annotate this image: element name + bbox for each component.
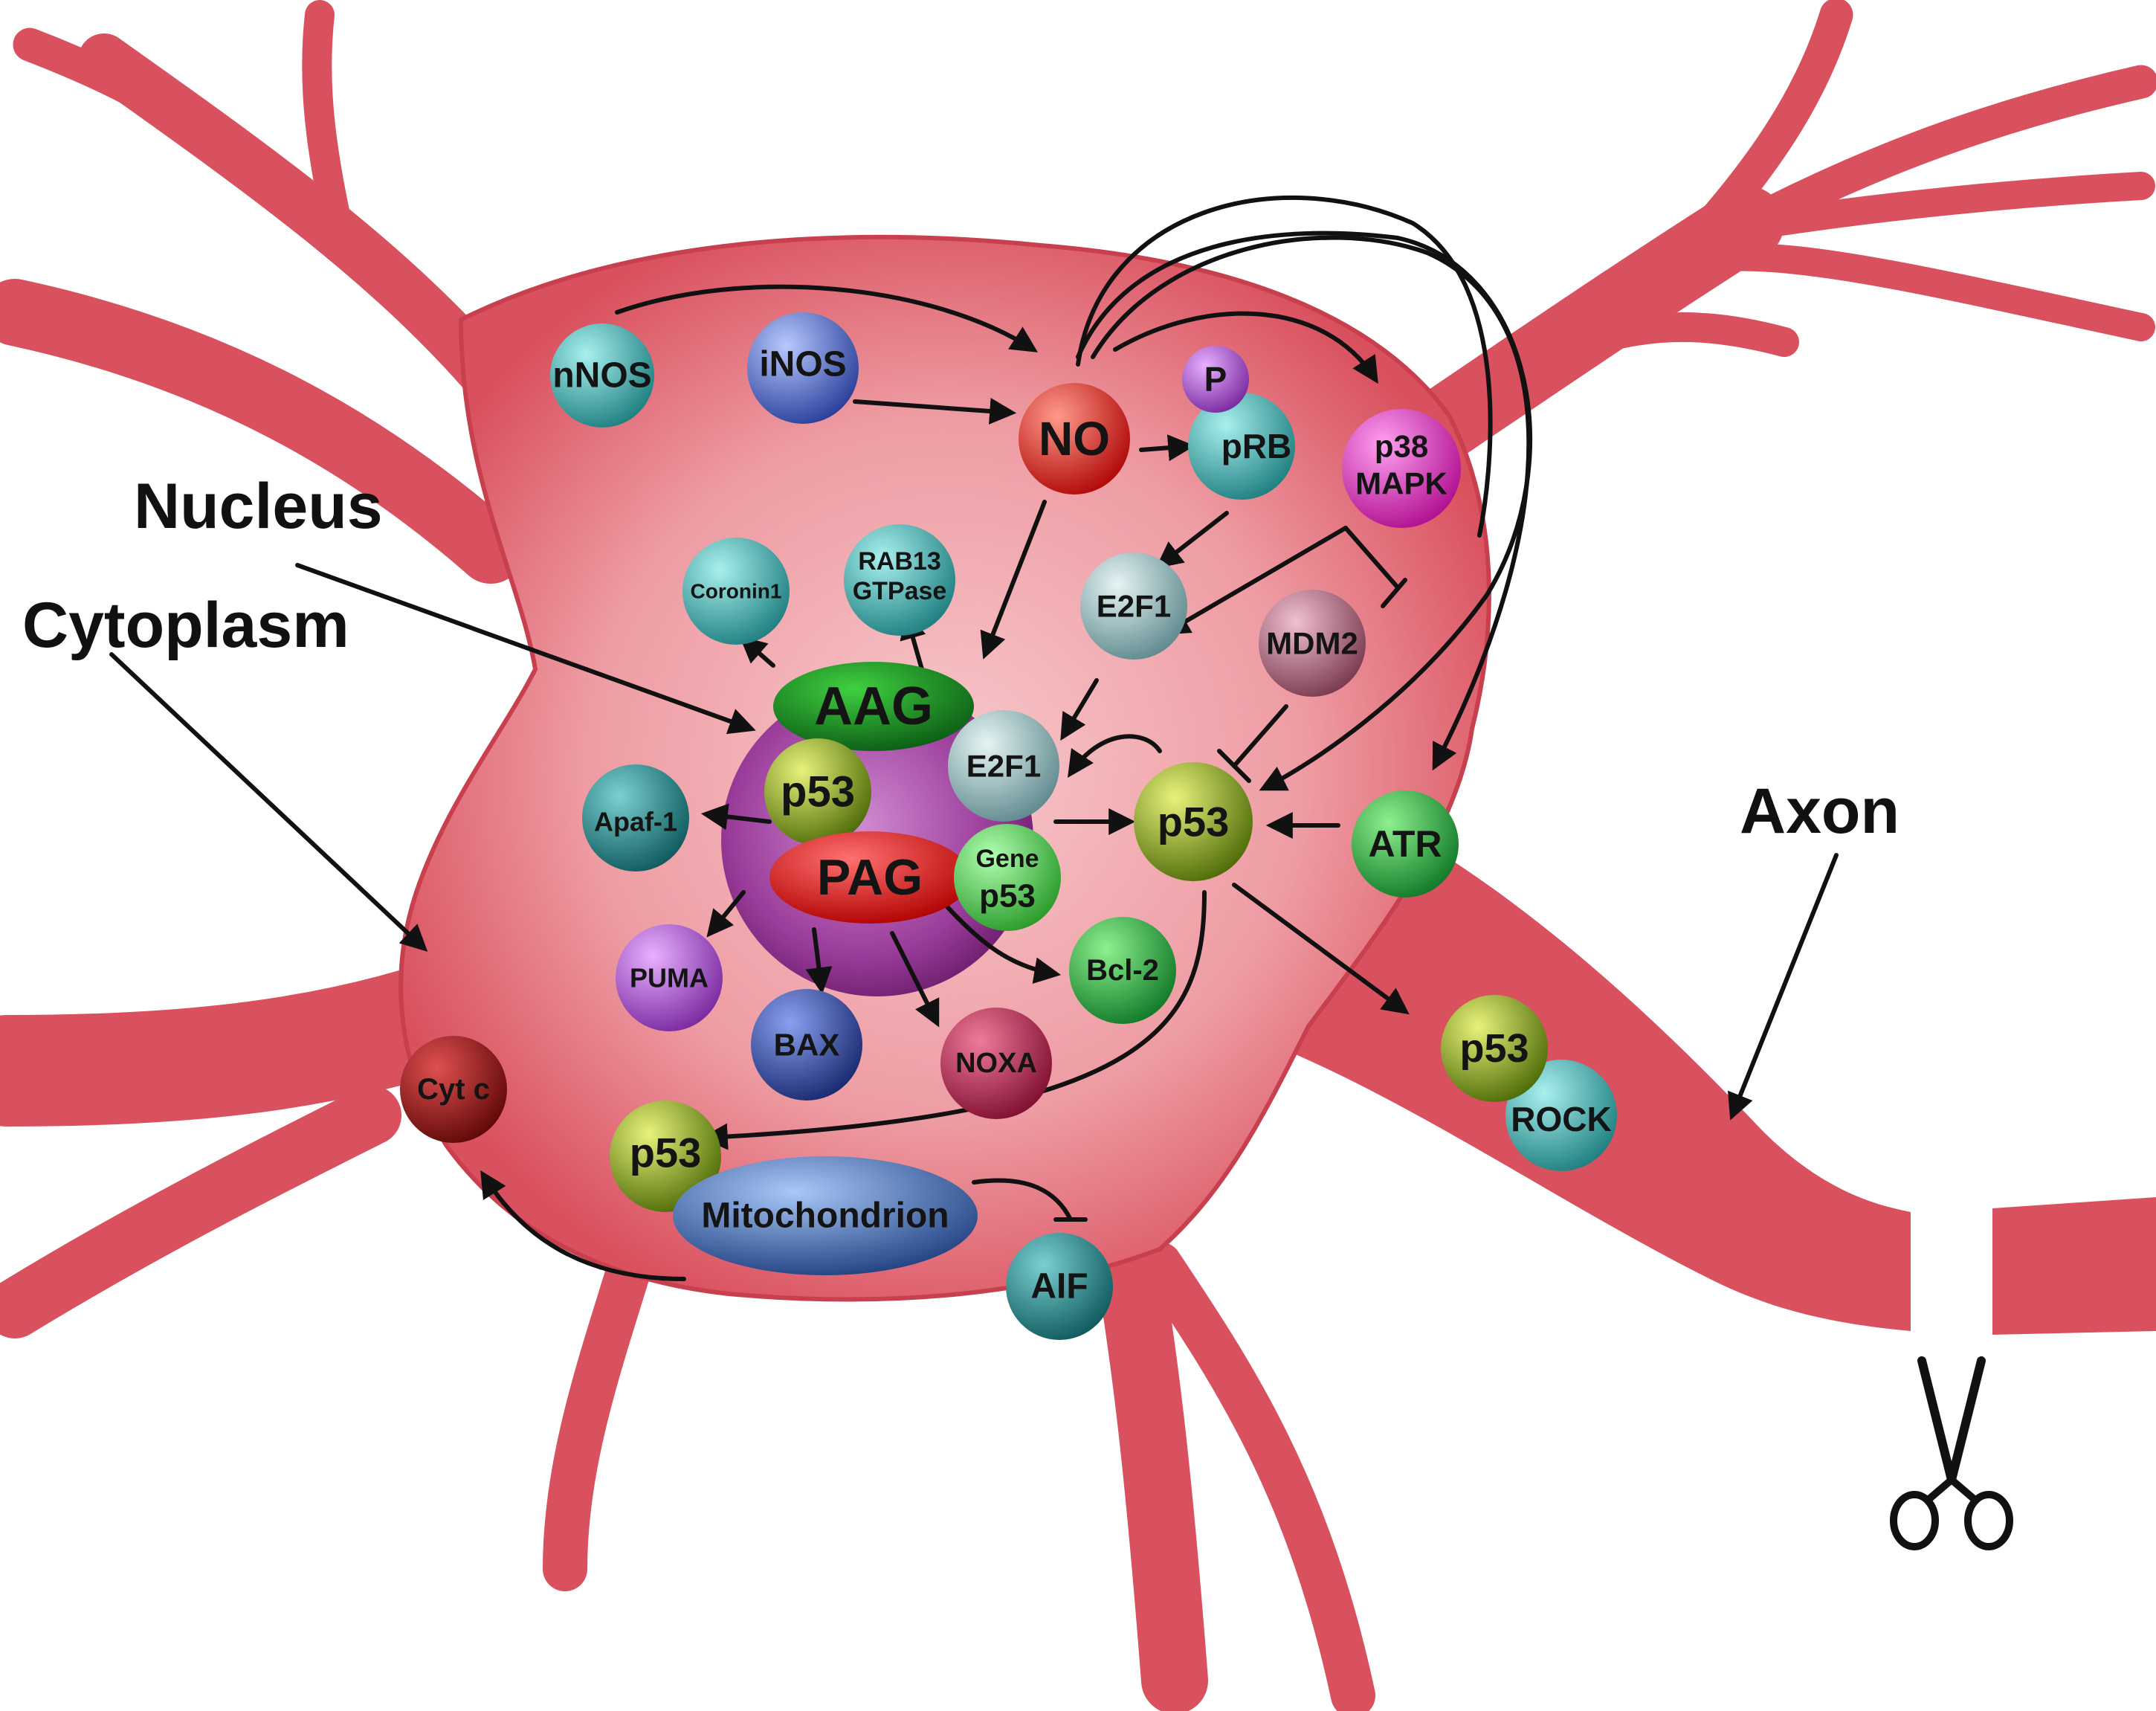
svg-text:ATR: ATR xyxy=(1368,823,1442,865)
svg-text:P: P xyxy=(1204,360,1227,399)
svg-text:p53: p53 xyxy=(630,1130,702,1176)
molecule-e2f1-nucleus: E2F1 xyxy=(948,710,1059,822)
molecule-atr: ATR xyxy=(1352,790,1459,898)
svg-text:nNOS: nNOS xyxy=(552,356,651,396)
molecule-aif: AIF xyxy=(1006,1233,1113,1340)
svg-text:p53: p53 xyxy=(781,768,855,816)
molecule-cytc: Cyt c xyxy=(400,1036,507,1143)
dendrite-top-right-e xyxy=(1472,312,1799,402)
svg-text:AIF: AIF xyxy=(1030,1267,1088,1306)
molecule-p53-main: p53 xyxy=(1134,762,1253,881)
molecule-nnos: nNOS xyxy=(550,323,654,428)
scissors-icon xyxy=(1890,1356,2013,1550)
molecule-bcl2: Bcl-2 xyxy=(1069,917,1176,1024)
svg-text:p38: p38 xyxy=(1375,429,1428,464)
svg-text:Coronin1: Coronin1 xyxy=(691,580,782,603)
svg-text:p53: p53 xyxy=(1158,799,1230,845)
svg-text:pRB: pRB xyxy=(1221,427,1292,465)
mitochondrion: Mitochondrion xyxy=(673,1156,978,1275)
nucleus-label: Nucleus xyxy=(134,471,383,542)
svg-text:MDM2: MDM2 xyxy=(1266,626,1358,661)
svg-text:RAB13: RAB13 xyxy=(858,547,940,576)
svg-text:ROCK: ROCK xyxy=(1511,1100,1611,1138)
svg-text:PAG: PAG xyxy=(817,849,923,906)
molecule-prb: pRB xyxy=(1188,393,1295,500)
axon-distal xyxy=(1992,1197,2156,1335)
svg-text:Gene: Gene xyxy=(975,845,1039,873)
svg-text:E2F1: E2F1 xyxy=(1097,589,1171,624)
dendrite-top-right-d xyxy=(1681,242,2155,341)
svg-text:BAX: BAX xyxy=(774,1028,840,1063)
dendrite-bottom-left xyxy=(543,1212,662,1591)
molecule-rab13-gtpase: RAB13 GTPase xyxy=(844,524,955,636)
molecule-puma: PUMA xyxy=(616,924,723,1031)
molecule-pag: PAG xyxy=(769,831,970,924)
molecule-apaf1: Apaf-1 xyxy=(582,764,689,871)
molecule-phosphate: P xyxy=(1182,346,1249,413)
molecule-inos: iNOS xyxy=(747,312,859,424)
pathway-arrows xyxy=(109,196,1839,1281)
axon-label: Axon xyxy=(1740,776,1900,847)
dendrite-left xyxy=(0,279,524,584)
svg-text:PUMA: PUMA xyxy=(630,963,709,993)
svg-text:Mitochondrion: Mitochondrion xyxy=(701,1196,949,1236)
dendrite-lower-left-branch xyxy=(0,1086,401,1338)
molecule-coronin1: Coronin1 xyxy=(682,538,790,645)
molecule-p53-rock: p53 xyxy=(1441,995,1548,1102)
svg-text:E2F1: E2F1 xyxy=(966,749,1041,784)
molecule-bax: BAX xyxy=(751,989,862,1101)
svg-text:p53: p53 xyxy=(979,878,1036,915)
svg-text:Apaf-1: Apaf-1 xyxy=(594,807,677,837)
molecule-gene-p53: Gene p53 xyxy=(954,824,1061,931)
molecule-aag: AAG xyxy=(773,662,974,751)
svg-text:Cyt c: Cyt c xyxy=(417,1073,490,1106)
cytoplasm-label: Cytoplasm xyxy=(22,590,349,661)
molecule-mdm2: MDM2 xyxy=(1259,590,1366,697)
molecule-noxa: NOXA xyxy=(940,1008,1052,1119)
svg-text:AAG: AAG xyxy=(814,677,933,736)
svg-text:iNOS: iNOS xyxy=(759,345,846,384)
molecule-p53-nucleus: p53 xyxy=(764,738,871,845)
molecule-p53-mitochondrion: p53 xyxy=(610,1101,721,1212)
svg-text:Bcl-2: Bcl-2 xyxy=(1086,954,1159,987)
dendrite-bottom-branch xyxy=(1137,1242,1375,1711)
svg-text:NO: NO xyxy=(1039,412,1110,465)
axon-proximal xyxy=(1264,781,1911,1331)
dendrite-top-left-branch2 xyxy=(302,0,357,260)
svg-text:MAPK: MAPK xyxy=(1355,466,1447,501)
molecule-rock: ROCK xyxy=(1505,1060,1617,1171)
svg-text:GTPase: GTPase xyxy=(853,577,947,605)
svg-text:NOXA: NOXA xyxy=(955,1048,1037,1079)
molecule-e2f1-cytoplasm: E2F1 xyxy=(1080,552,1187,660)
dendrite-top-left-branch xyxy=(13,28,262,188)
svg-text:p53: p53 xyxy=(1459,1026,1529,1071)
molecule-no: NO xyxy=(1019,383,1130,494)
molecule-p38-mapk: p38 MAPK xyxy=(1342,409,1461,528)
dendrite-top-right-c xyxy=(1711,172,2155,245)
